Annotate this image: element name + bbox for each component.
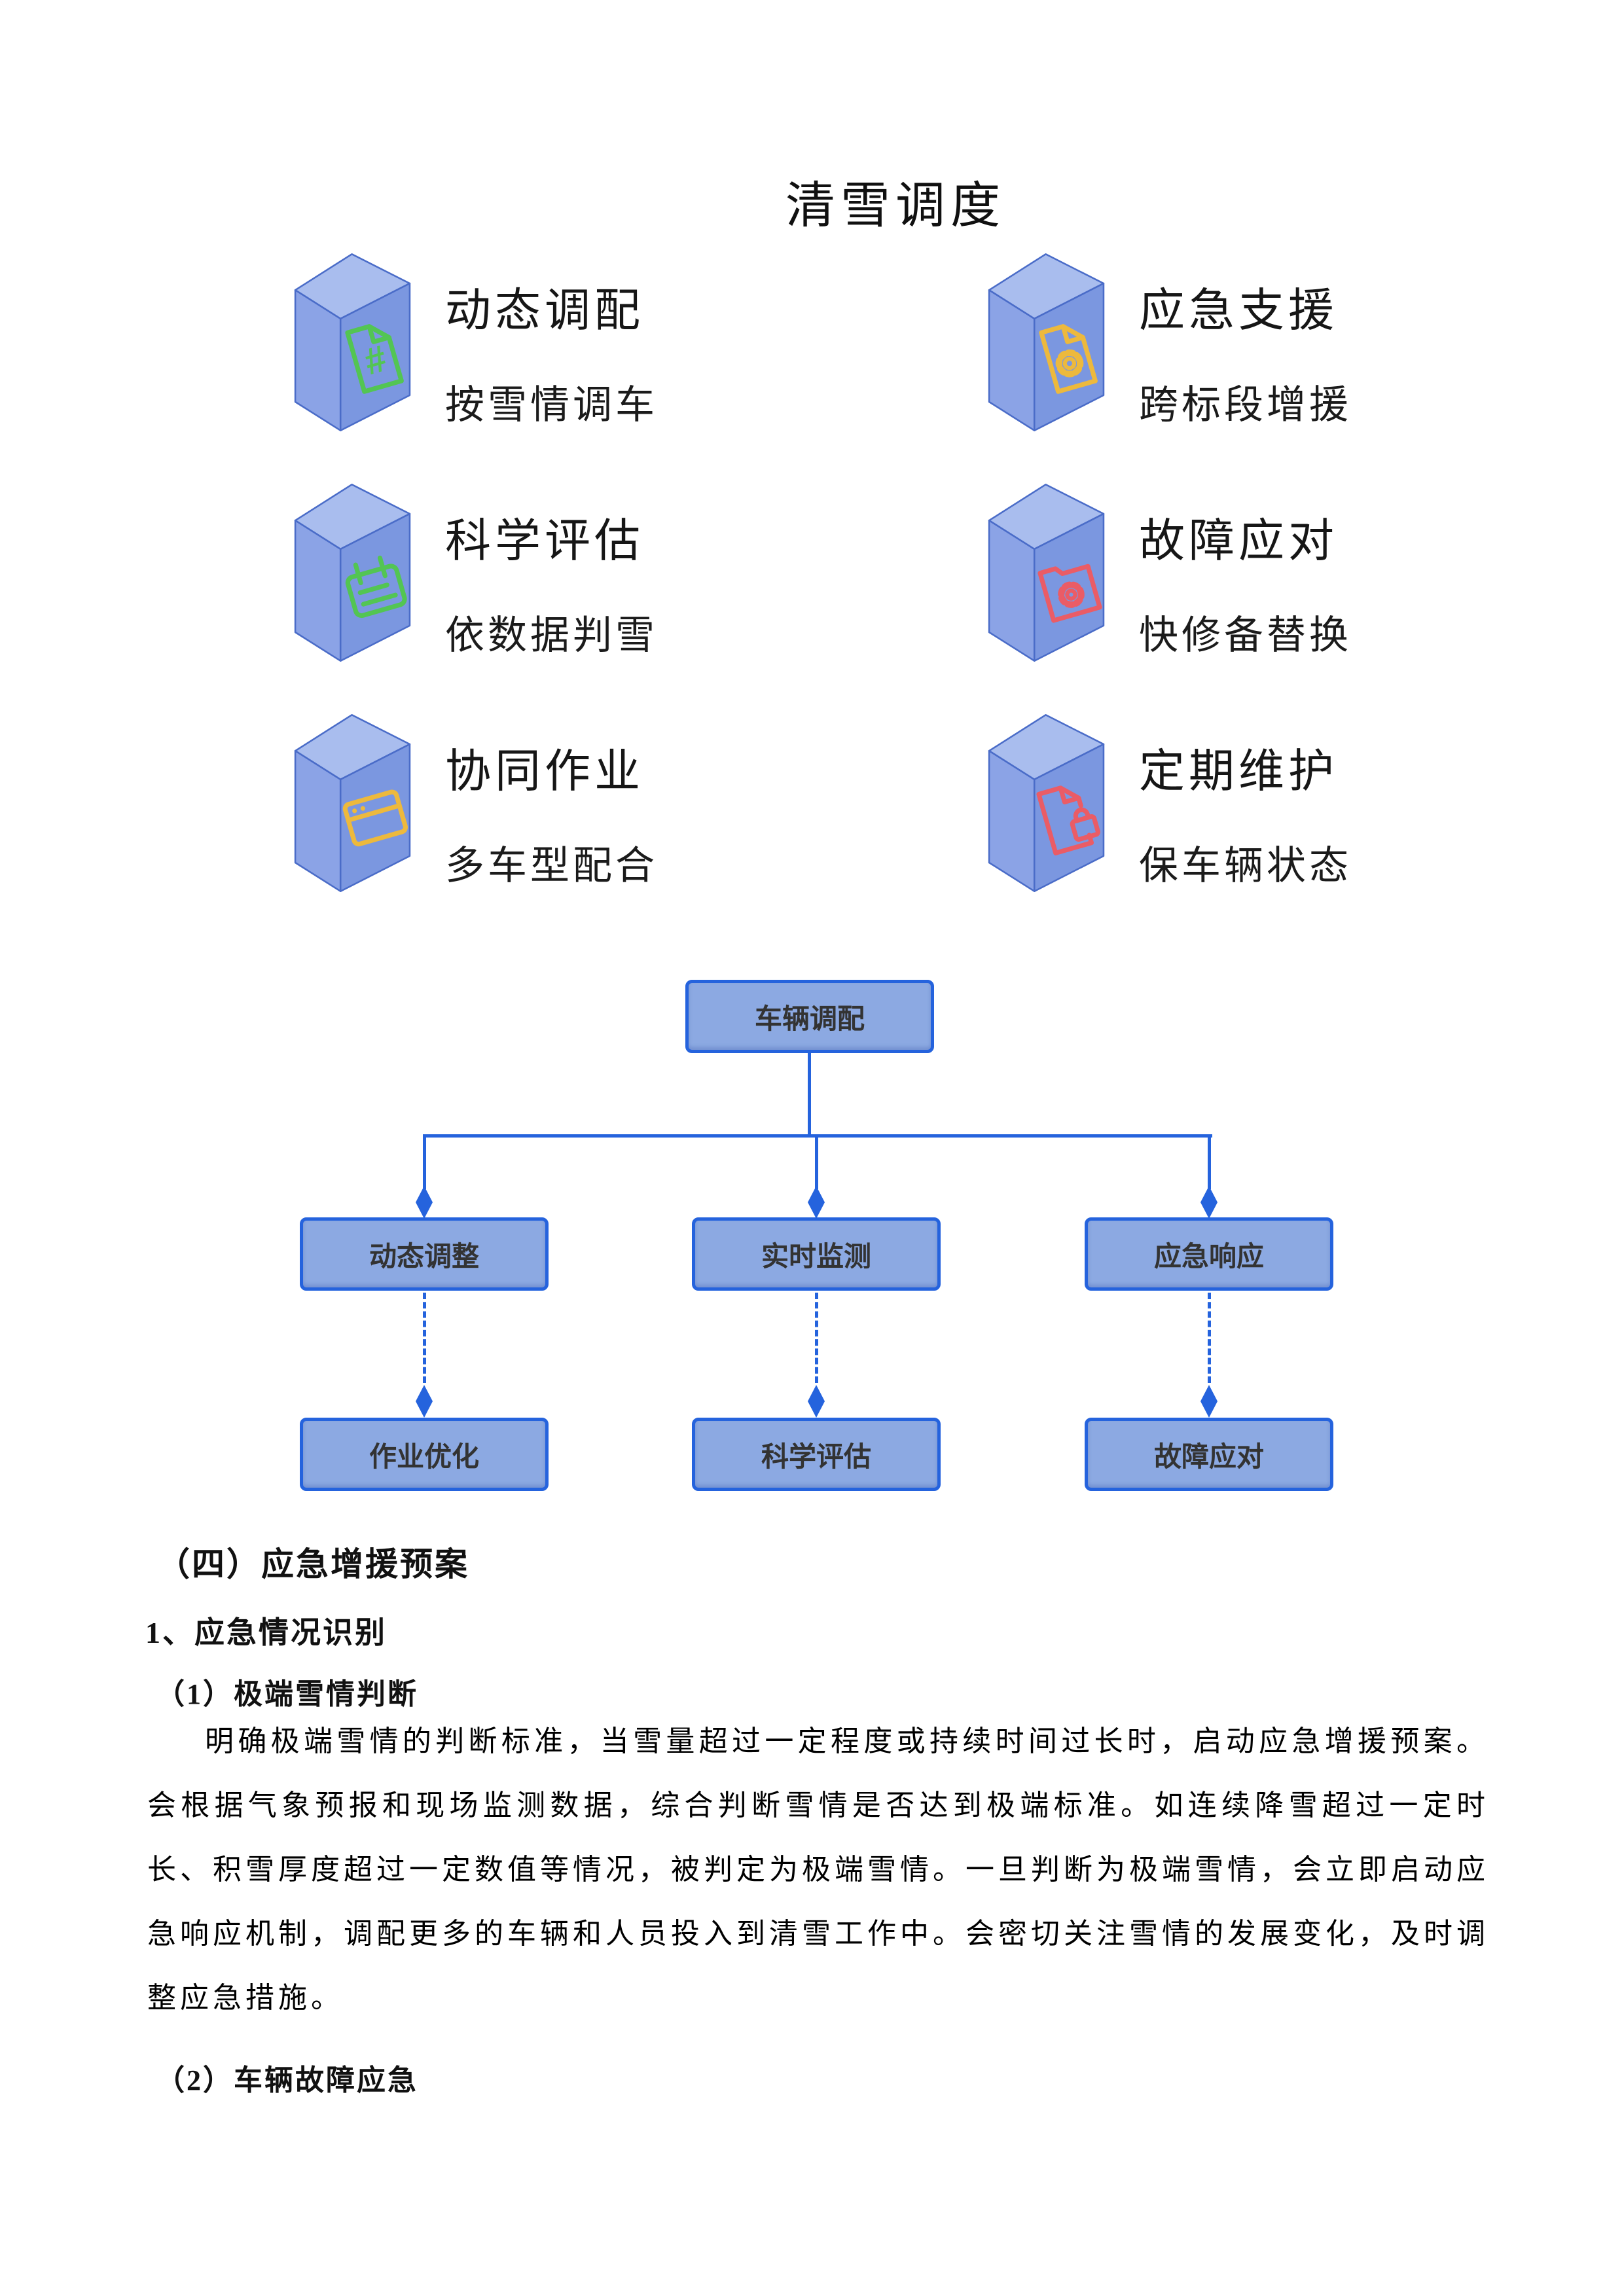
cube-icon: # <box>294 253 411 431</box>
feature-emergency-support: 应急支援 跨标段增援 <box>975 242 1617 439</box>
feature-scientific-evaluation: 科学评估 依数据判雪 <box>281 473 923 669</box>
feature-subtitle: 依数据判雪 <box>445 614 658 657</box>
flowchart-middle-box: 实时监测 <box>692 1217 941 1291</box>
arrowhead-diamond-icon <box>1200 1186 1218 1219</box>
connector-dashed-line <box>423 1293 426 1383</box>
flowchart-bottom-label: 作业优化 <box>369 1441 479 1472</box>
feature-title: 协同作业 <box>445 747 644 797</box>
feature-title: 动态调配 <box>445 286 644 336</box>
flowchart-middle-label: 动态调整 <box>369 1240 479 1272</box>
doc-gear-icon <box>1039 324 1098 394</box>
flowchart-bottom-box: 作业优化 <box>300 1418 549 1491</box>
flowchart-bottom-label: 科学评估 <box>761 1441 871 1472</box>
arrowhead-diamond-icon <box>416 1385 433 1418</box>
window-icon <box>342 789 408 847</box>
flowchart-bottom-box: 科学评估 <box>692 1418 941 1491</box>
body-paragraph: 明确极端雪情的判断标准，当雪量超过一定程度或持续时间过长时，启动应急增援预案。会… <box>147 1725 1489 2014</box>
subsubsection-heading: （2）车辆故障应急 <box>156 2064 418 2096</box>
flowchart-bottom-label: 故障应对 <box>1153 1441 1264 1472</box>
flowchart-bottom-box: 故障应对 <box>1085 1418 1333 1491</box>
connector-dashed-line <box>815 1293 818 1383</box>
section-heading: （四）应急增援预案 <box>157 1546 469 1583</box>
calendar-icon <box>345 555 407 619</box>
connector-line <box>1208 1134 1211 1189</box>
connector-dashed-line <box>1208 1293 1211 1383</box>
cube-icon <box>988 253 1105 431</box>
flowchart-middle-box: 动态调整 <box>300 1217 549 1291</box>
feature-title: 科学评估 <box>445 516 644 567</box>
feature-subtitle: 跨标段增援 <box>1139 384 1352 427</box>
feature-title: 应急支援 <box>1139 286 1338 336</box>
feature-title: 定期维护 <box>1139 747 1338 797</box>
connector-line <box>423 1134 426 1189</box>
feature-title: 故障应对 <box>1139 516 1338 567</box>
doc-lock-icon <box>1036 785 1100 855</box>
folder-gear-icon <box>1038 564 1102 623</box>
feature-subtitle: 快修备替换 <box>1139 614 1352 657</box>
subsection-heading: 1、应急情况识别 <box>145 1616 387 1649</box>
feature-collaborative-operation: 协同作业 多车型配合 <box>281 703 923 899</box>
cube-icon <box>294 484 411 662</box>
cube-icon <box>988 484 1105 662</box>
connector-line <box>808 1053 811 1137</box>
feature-subtitle: 按雪情调车 <box>445 384 658 427</box>
connector-line <box>815 1134 818 1189</box>
flowchart-middle-box: 应急响应 <box>1085 1217 1333 1291</box>
feature-subtitle: 保车辆状态 <box>1139 844 1352 888</box>
feature-dynamic-allocation: # 动态调配 按雪情调车 <box>281 242 923 439</box>
flowchart-root-box: 车辆调配 <box>685 980 934 1053</box>
cube-icon <box>294 714 411 892</box>
flowchart-middle-label: 应急响应 <box>1153 1240 1264 1272</box>
arrowhead-diamond-icon <box>416 1186 433 1219</box>
arrowhead-diamond-icon <box>1200 1385 1218 1418</box>
feature-subtitle: 多车型配合 <box>445 844 658 888</box>
cube-icon <box>988 714 1105 892</box>
flowchart-root-label: 车辆调配 <box>754 1003 865 1034</box>
flowchart-middle-label: 实时监测 <box>761 1240 871 1272</box>
feature-fault-response: 故障应对 快修备替换 <box>975 473 1617 669</box>
feature-regular-maintenance: 定期维护 保车辆状态 <box>975 703 1617 899</box>
subsubsection-heading: （1）极端雪情判断 <box>156 1678 418 1710</box>
arrowhead-diamond-icon <box>808 1186 825 1219</box>
arrowhead-diamond-icon <box>808 1385 825 1418</box>
diagram-title: 清雪调度 <box>785 179 1005 234</box>
